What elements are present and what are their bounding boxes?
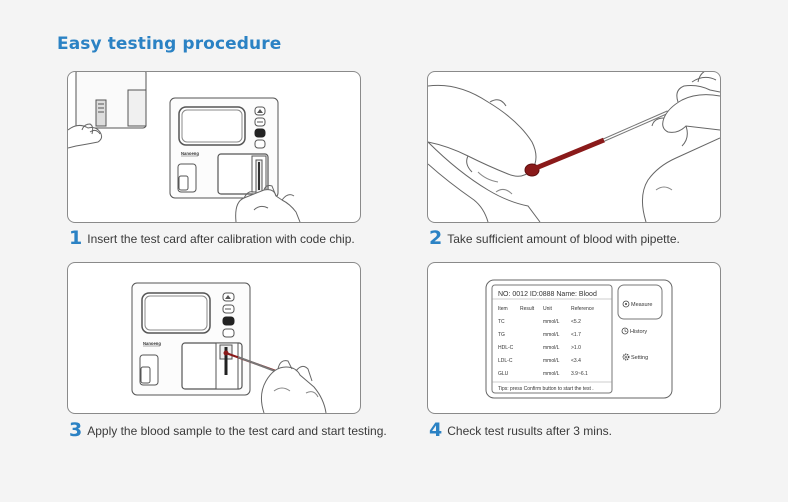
hand-inserting-card	[235, 185, 301, 222]
row-ref: 3.9~6.1	[571, 371, 588, 377]
hand-left	[68, 123, 103, 149]
row-unit: mmol/L	[543, 332, 560, 338]
row-item: TG	[498, 332, 505, 338]
step-text: Take sufficient amount of blood with pip…	[447, 231, 680, 246]
column-header: Result	[520, 306, 535, 312]
setting-label: Setting	[631, 355, 648, 361]
step-number: 4	[429, 419, 443, 441]
column-header: Item	[498, 306, 508, 312]
history-label: History	[630, 329, 647, 335]
analyser-device: Nanoeng	[131, 282, 251, 396]
hand-holding-pipette	[642, 72, 720, 222]
row-unit: mmol/L	[543, 358, 560, 364]
clock-icon	[621, 327, 629, 335]
row-unit: mmol/L	[543, 345, 560, 351]
result-header: NO: 0012 ID:0888 Name: Blood	[498, 291, 597, 298]
measure-button[interactable]: Measure	[622, 300, 652, 308]
step-number: 3	[69, 419, 83, 441]
step-3-illustration: Nanoeng	[67, 262, 361, 414]
target-icon	[622, 300, 630, 308]
step-number: 1	[69, 227, 83, 249]
row-item: LDL-C	[498, 358, 513, 364]
finger-hand	[428, 84, 541, 222]
row-unit: mmol/L	[543, 319, 560, 325]
column-header: Unit	[543, 306, 553, 312]
row-item: GLU	[498, 371, 509, 377]
analyser-device: Nanoeng	[169, 97, 279, 199]
step-4-illustration: NO: 0012 ID:0888 Name: Blood Item Result…	[427, 262, 721, 414]
step-2-illustration	[427, 71, 721, 223]
row-ref: <1.7	[571, 332, 581, 338]
step-1-caption: 1 Insert the test card after calibration…	[69, 229, 355, 248]
row-item: HDL-C	[498, 345, 514, 351]
step-text: Insert the test card after calibration w…	[87, 231, 355, 246]
row-ref: <5.2	[571, 319, 581, 325]
row-unit: mmol/L	[543, 371, 560, 377]
step-4-caption: 4 Check test rusults after 3 mins.	[429, 421, 612, 440]
step-1-illustration: Nanoeng	[67, 71, 361, 223]
gear-icon	[622, 353, 630, 361]
step-2-caption: 2 Take sufficient amount of blood with p…	[429, 229, 680, 248]
step-text: Apply the blood sample to the test card …	[87, 423, 387, 438]
pipette	[535, 110, 669, 171]
brand-label: Nanoeng	[143, 341, 161, 346]
pipette	[225, 352, 281, 374]
brand-label: Nanoeng	[181, 151, 199, 156]
row-ref: >1.0	[571, 345, 581, 351]
blood-drop	[524, 163, 540, 177]
step-text: Check test rusults after 3 mins.	[447, 423, 612, 438]
calibration-device	[75, 72, 147, 129]
row-item: TC	[498, 319, 505, 325]
step-number: 2	[429, 227, 443, 249]
tips-text: Tips: press Confirm button to start the …	[498, 386, 594, 392]
history-button[interactable]: History	[621, 327, 647, 335]
row-ref: <3.4	[571, 358, 581, 364]
result-screen: NO: 0012 ID:0888 Name: Blood Item Result…	[485, 279, 673, 399]
hand-holding-pipette	[260, 360, 327, 413]
measure-label: Measure	[631, 302, 652, 308]
setting-button[interactable]: Setting	[622, 353, 648, 361]
column-header: Reference	[571, 306, 594, 312]
step-3-caption: 3 Apply the blood sample to the test car…	[69, 421, 387, 440]
page-title: Easy testing procedure	[57, 34, 282, 54]
